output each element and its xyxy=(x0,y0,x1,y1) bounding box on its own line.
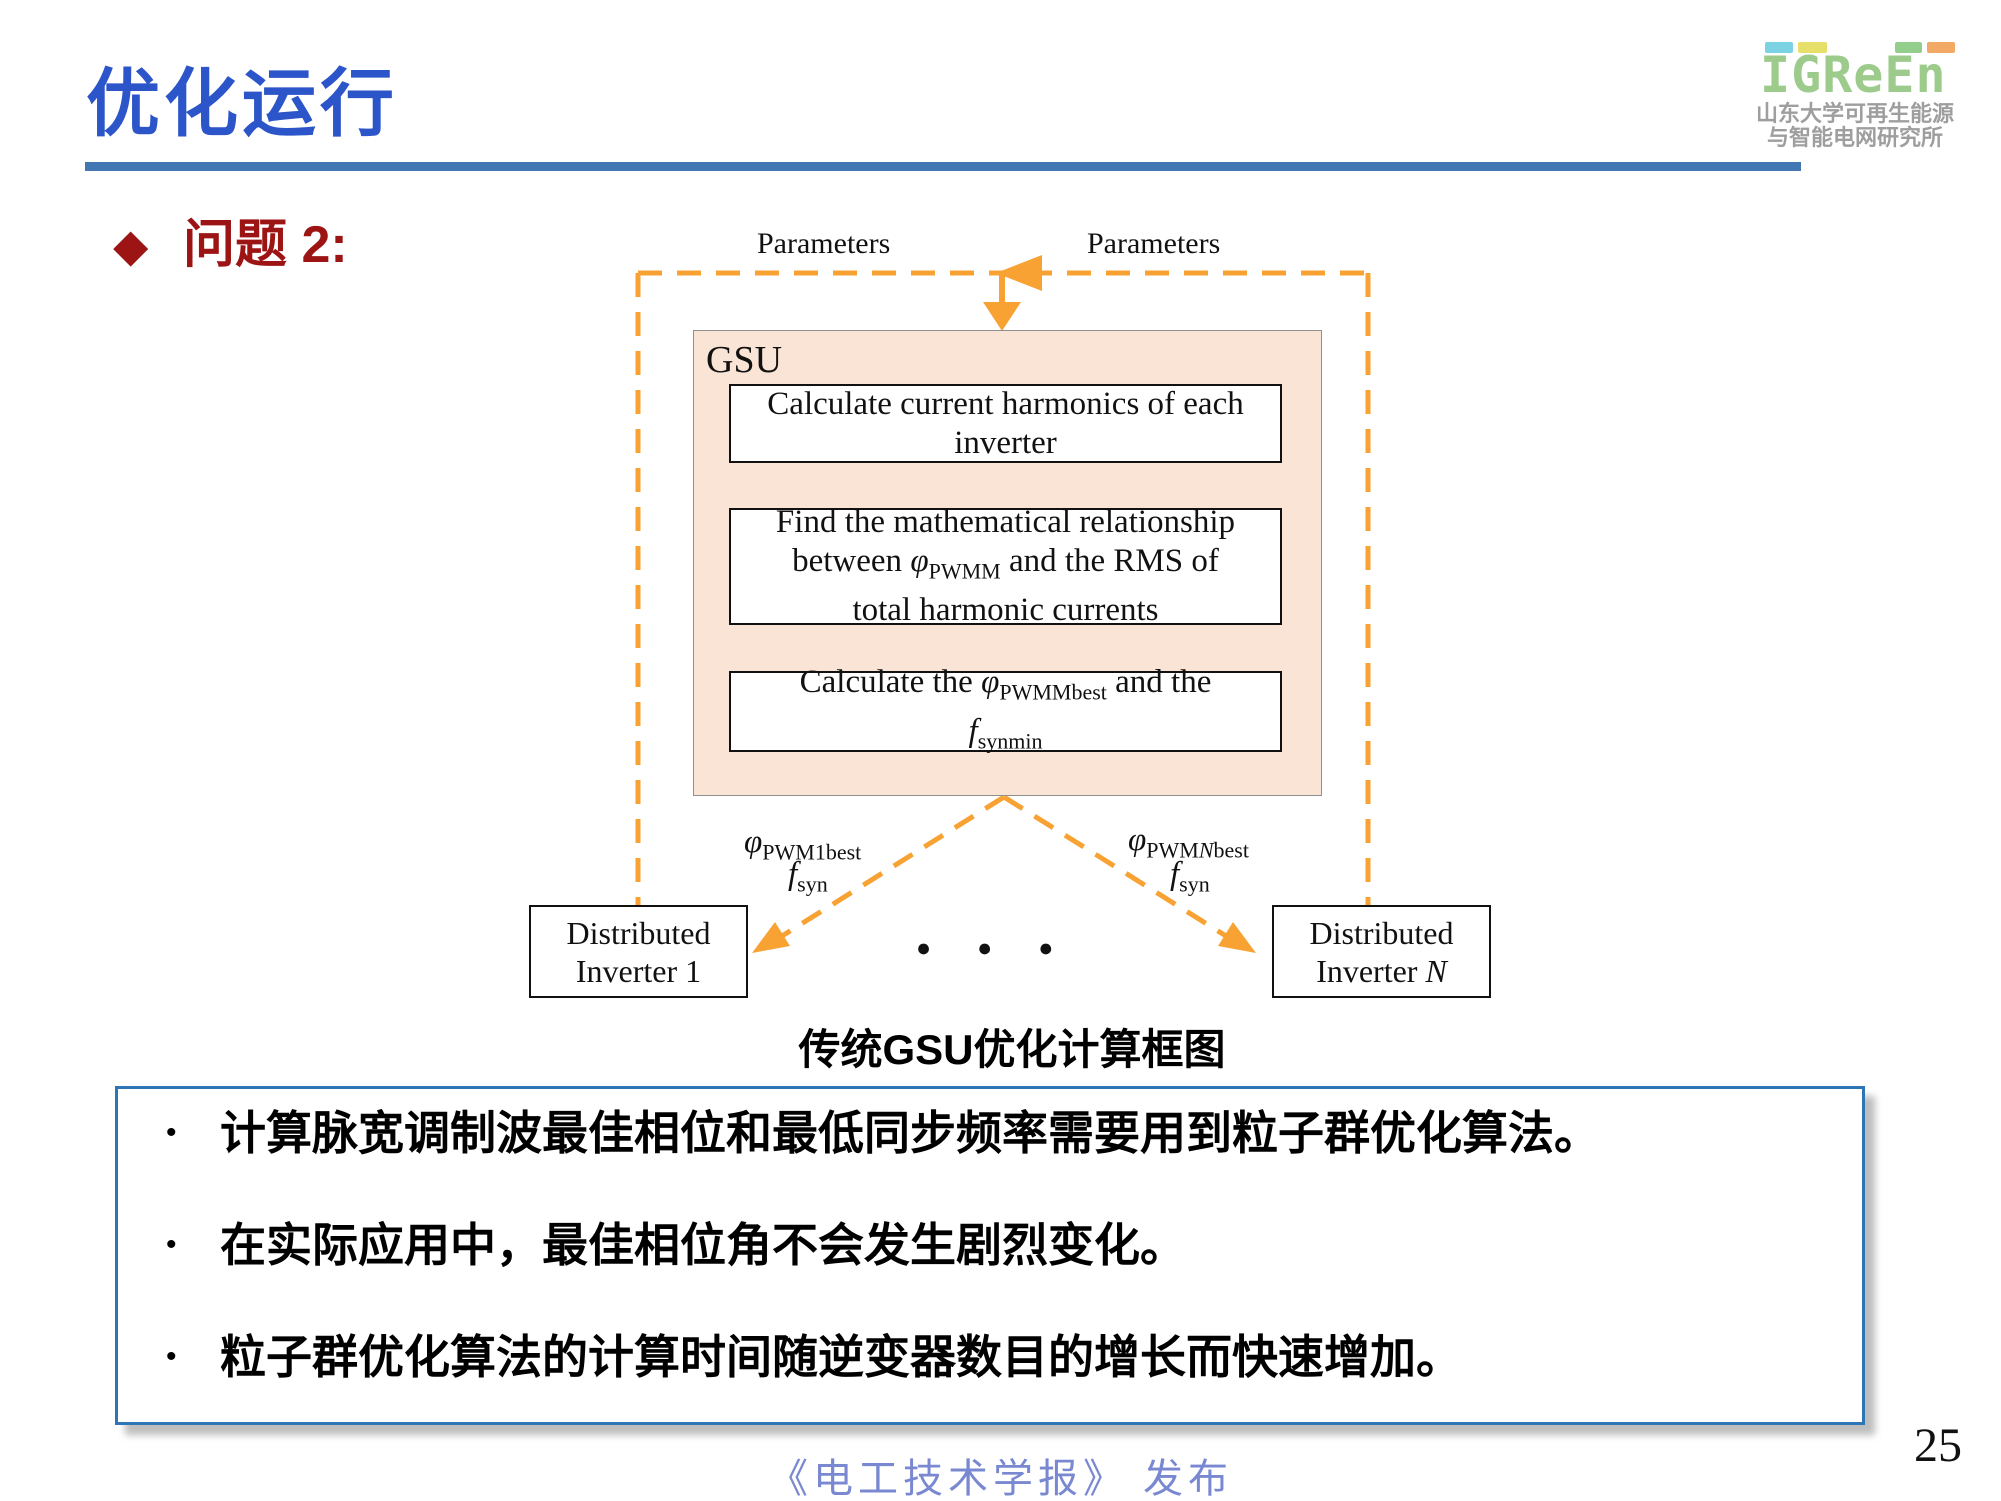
title-underline xyxy=(85,162,1801,171)
diagonal-left-arrowhead-icon xyxy=(752,922,790,953)
f-subscript: syn xyxy=(797,871,828,897)
parameters-label-left: Parameters xyxy=(757,227,891,260)
left-arrowhead-icon xyxy=(996,255,1042,291)
inv1-line1: Distributed xyxy=(566,914,711,951)
f-symbol: f xyxy=(788,856,798,892)
step3-line1b: and the xyxy=(1106,663,1212,700)
down-arrowhead-icon xyxy=(983,302,1021,331)
label-fsyn-left: fsyn xyxy=(788,856,828,898)
step2-line1: Find the mathematical relationship xyxy=(775,504,1236,541)
logo-caption-line1: 山东大学可再生能源 xyxy=(1755,101,1954,126)
bullet-text-1: 计算脉宽调制波最佳相位和最低同步频率需要用到粒子群优化算法。 xyxy=(220,1107,1600,1159)
bullet-icon: • xyxy=(166,1340,177,1373)
list-item: • 粒子群优化算法的计算时间随逆变器数目的增长而快速增加。 xyxy=(154,1329,1822,1385)
list-item: • 计算脉宽调制波最佳相位和最低同步频率需要用到粒子群优化算法。 xyxy=(154,1105,1822,1161)
footer-journal-credit: 《电工技术学报》 发布 xyxy=(768,1456,1233,1501)
sub-pre: PWM xyxy=(1146,837,1199,863)
logo-bar-orange xyxy=(1927,42,1955,53)
logo-wordmark: IGReEn xyxy=(1760,46,1947,104)
gsu-label: GSU xyxy=(706,339,783,381)
sub-n-italic: N xyxy=(1198,837,1214,863)
step1-line2: inverter xyxy=(954,424,1057,461)
page-number: 25 xyxy=(1914,1419,1962,1472)
step3-line1a: Calculate the xyxy=(799,663,982,700)
invN-line1: Distributed xyxy=(1309,914,1454,951)
step-box-find-relationship: Find the mathematical relationship betwe… xyxy=(729,504,1282,628)
bullet-text-3: 粒子群优化算法的计算时间随逆变器数目的增长而快速增加。 xyxy=(220,1331,1462,1383)
phi-subscript: PWMMbest xyxy=(999,679,1107,705)
distributed-inverter-1-box: Distributed Inverter 1 xyxy=(529,905,748,998)
bullet-text-2: 在实际应用中，最佳相位角不会发生剧烈变化。 xyxy=(220,1219,1186,1271)
question-heading: 问题 2: xyxy=(183,216,348,274)
step2-line2b: and the RMS of xyxy=(1000,543,1219,580)
label-phi-pwm1best: φPWM1best xyxy=(744,824,861,866)
diagram-caption: 传统GSU优化计算框图 xyxy=(798,1026,1226,1073)
phi-subscript: PWMM xyxy=(928,558,1001,584)
page-title: 优化运行 xyxy=(86,62,398,145)
label-phi-pwmNbest: φPWMNbest xyxy=(1128,822,1249,864)
sub-post: best xyxy=(1213,837,1249,863)
parameters-label-right: Parameters xyxy=(1087,227,1221,260)
f-symbol: f xyxy=(968,712,978,749)
f-subscript: synmin xyxy=(977,728,1043,754)
ellipsis-dots: ●●● xyxy=(916,934,1100,962)
logo-caption-line2: 与智能电网研究所 xyxy=(1766,125,1943,150)
step1-line1: Calculate current harmonics of each xyxy=(767,385,1244,422)
diagonal-right-arrowhead-icon xyxy=(1218,922,1256,953)
inv1-line2: Inverter 1 xyxy=(575,952,702,989)
step-box-calc-best: Calculate the φPWMMbest and the fsynmin xyxy=(729,664,1282,754)
phi-symbol: φ xyxy=(744,824,763,860)
f-symbol: f xyxy=(1170,856,1180,892)
phi-symbol: φ xyxy=(1128,822,1147,858)
logo-bar-yellow xyxy=(1798,42,1827,53)
logo-bar-cyan xyxy=(1765,42,1793,53)
invN-line2: Inverter xyxy=(1316,952,1426,989)
step2-line3: total harmonic currents xyxy=(852,591,1159,628)
phi-subscript: PWMNbest xyxy=(1146,838,1249,863)
logo-bar-green xyxy=(1895,42,1922,53)
step-box-calc-harmonics: Calculate current harmonics of each inve… xyxy=(729,384,1282,463)
diamond-bullet-icon: ◆ xyxy=(113,219,149,271)
phi-symbol: φ xyxy=(910,543,929,580)
invN-line2-italic-n: N xyxy=(1425,952,1447,989)
phi-subscript: PWM1best xyxy=(762,839,862,865)
summary-textbox: • 计算脉宽调制波最佳相位和最低同步频率需要用到粒子群优化算法。 • 在实际应用… xyxy=(115,1086,1865,1425)
bullet-icon: • xyxy=(166,1228,177,1261)
bullet-icon: • xyxy=(166,1116,177,1149)
distributed-inverter-N-box: Distributed Inverter N xyxy=(1272,905,1491,998)
list-item: • 在实际应用中，最佳相位角不会发生剧烈变化。 xyxy=(154,1217,1822,1273)
phi-symbol: φ xyxy=(981,663,1000,700)
step2-line2a: between xyxy=(792,543,911,580)
label-fsyn-right: fsyn xyxy=(1170,856,1210,898)
f-subscript: syn xyxy=(1179,871,1210,897)
